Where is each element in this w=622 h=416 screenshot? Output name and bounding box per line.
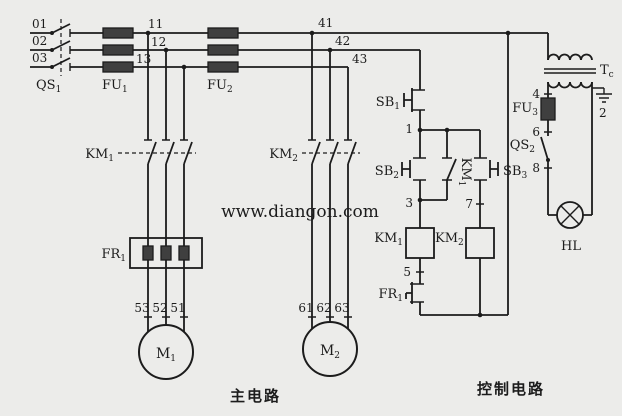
fr1-contact-symbol — [405, 282, 424, 304]
motor-m2-label: M2 — [320, 343, 340, 361]
transformer-tc-symbol — [544, 33, 596, 89]
wire-label-53: 53 — [134, 301, 149, 315]
phase-lines — [30, 29, 548, 71]
phase-label-02: 02 — [32, 34, 47, 48]
fu3-label: FU3 — [512, 101, 538, 118]
qs1-label: QS1 — [36, 78, 61, 95]
fr1-thermal-relay-symbol — [129, 237, 203, 269]
tc-label: Tc — [600, 63, 614, 80]
wire-label-42: 42 — [335, 34, 350, 48]
phase-label-03: 03 — [32, 51, 47, 65]
wire-label-13: 13 — [136, 52, 151, 66]
sb3-button-symbol — [474, 157, 499, 181]
motor-m2-circle — [302, 321, 358, 377]
control-circuit-wires — [416, 33, 509, 316]
node-label-1: 1 — [405, 122, 413, 136]
km2-main-label: KM2 — [269, 147, 298, 164]
fu3-fuse-symbol — [540, 97, 556, 121]
wire-label-63: 63 — [334, 301, 349, 315]
wire-label-41: 41 — [318, 16, 333, 30]
sb1-button-symbol — [403, 88, 425, 112]
junction-dots — [50, 30, 550, 318]
node-label-2: 2 — [599, 106, 607, 120]
node-label-7: 7 — [465, 197, 473, 211]
km2-coil-label: KM2 — [435, 231, 464, 248]
wire-label-12: 12 — [151, 35, 166, 49]
wire-label-43: 43 — [352, 52, 367, 66]
m2-branch-wires — [308, 33, 352, 329]
watermark-text: www.diangon.com — [221, 202, 379, 222]
fr1-heater-elements — [142, 245, 190, 261]
hl-lamp-symbol — [556, 201, 584, 229]
wire-label-11: 11 — [148, 17, 163, 31]
control-circuit-title: 控制电路 — [477, 380, 545, 398]
fu1-fuse-symbol — [102, 27, 134, 73]
node-label-8: 8 — [532, 161, 540, 175]
node-label-6: 6 — [532, 125, 540, 139]
ground-icon — [592, 87, 612, 103]
wire-label-51: 51 — [170, 301, 185, 315]
fu2-label: FU2 — [207, 78, 233, 95]
motor-m1-circle — [138, 324, 194, 380]
km1-coil-symbol — [405, 227, 435, 259]
km1-coil-label: KM1 — [374, 231, 403, 248]
main-circuit-title: 主电路 — [230, 387, 281, 405]
fu1-label: FU1 — [102, 78, 128, 95]
sb1-label: SB1 — [376, 95, 400, 112]
fr1-main-label: FR1 — [101, 247, 126, 264]
qs2-switch-symbol — [540, 136, 549, 161]
sb3-label: SB3 — [503, 164, 527, 181]
km1-main-contacts-symbol — [118, 139, 196, 165]
qs2-label: QS2 — [510, 138, 535, 155]
m1-branch-wires — [144, 33, 188, 332]
wire-label-61: 61 — [298, 301, 313, 315]
km2-main-contacts-symbol — [302, 139, 360, 165]
phase-label-01: 01 — [32, 17, 47, 31]
node-label-4: 4 — [532, 87, 540, 101]
qs1-switch-symbol — [51, 19, 71, 76]
km1-main-label: KM1 — [85, 147, 114, 164]
node-label-5: 5 — [403, 265, 411, 279]
sb2-label: SB2 — [375, 164, 399, 181]
km2-coil-symbol — [465, 227, 495, 259]
wire-label-52: 52 — [152, 301, 167, 315]
wire-label-62: 62 — [316, 301, 331, 315]
hl-label: HL — [561, 239, 581, 254]
km1-aux-contact-symbol — [442, 157, 457, 181]
sb2-button-symbol — [401, 157, 426, 181]
fr1-contact-label: FR1 — [378, 287, 403, 304]
node-label-3: 3 — [405, 196, 413, 210]
km1-aux-label: KM1 — [456, 158, 473, 187]
motor-m1-label: M1 — [156, 346, 176, 364]
fu2-fuse-symbol — [207, 27, 239, 73]
